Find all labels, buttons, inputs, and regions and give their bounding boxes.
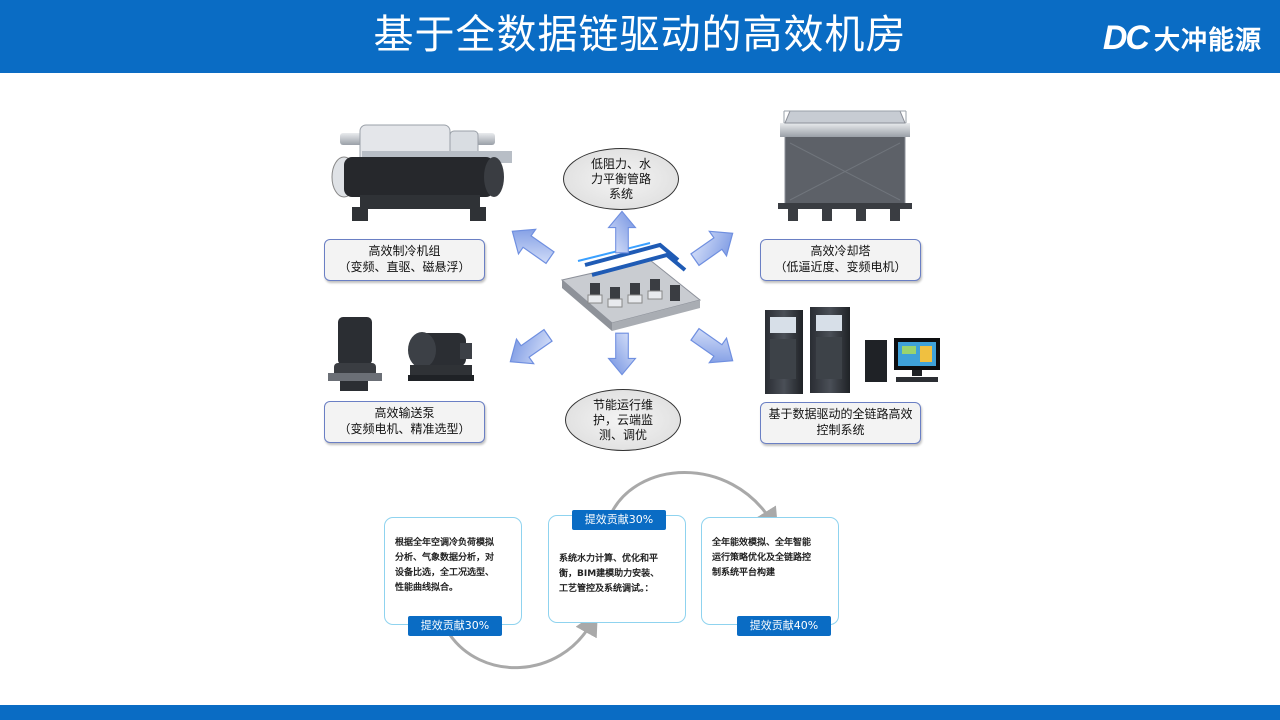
arrow-to-pump xyxy=(501,322,558,375)
operations-bubble: 节能运行维 护，云端监 测、调优 xyxy=(565,389,681,451)
flow-arcs xyxy=(446,471,779,670)
card-line: 制系统平台构建 xyxy=(712,568,776,578)
arc-bottom xyxy=(446,611,598,670)
contribution-tag-3: 提效贡献40% xyxy=(737,616,831,636)
equipment-diagram: 低阻力、水 力平衡管路 系统 节能运行维 护，云端监 测、调优 高效制冷机组 （… xyxy=(300,95,980,465)
page-title: 基于全数据链驱动的高效机房 xyxy=(373,12,907,58)
bubble-line: 力平衡管路 xyxy=(590,171,651,186)
chiller-caption: 高效制冷机组 （变频、直驱、磁悬浮） xyxy=(324,239,485,281)
step-card-3: 全年能效模拟、全年智能 运行策略优化及全链路控 制系统平台构建 xyxy=(701,517,839,625)
card-line: 分析、气象数据分析，对 xyxy=(395,553,495,563)
bubble-line: 测、调优 xyxy=(598,427,647,442)
bubble-line: 护，云端监 xyxy=(592,412,653,427)
caption-line: 高效输送泵 xyxy=(374,406,435,420)
arrow-to-chiller xyxy=(503,218,560,271)
caption-line: （变频电机、精准选型） xyxy=(338,422,471,436)
pump-image xyxy=(328,317,474,391)
efficiency-flow: 根据全年空调冷负荷模拟 分析、气象数据分析，对 设备比选，全工况选型、 性能曲线… xyxy=(370,460,870,675)
brand-logo: DC 大冲能源 xyxy=(1103,18,1262,58)
contribution-tag-1: 提效贡献30% xyxy=(408,616,502,636)
bubble-line: 系统 xyxy=(608,186,633,201)
bubble-line: 节能运行维 xyxy=(592,397,653,412)
arrow-to-cooling-tower xyxy=(685,220,742,273)
caption-line: 高效制冷机组 xyxy=(368,244,441,258)
card-line: 设备比选，全工况选型、 xyxy=(395,568,495,578)
control-system-caption: 基于数据驱动的全链路高效 控制系统 xyxy=(760,402,921,444)
cooling-tower-caption: 高效冷却塔 （低逼近度、变频电机） xyxy=(760,239,921,281)
central-pipe-system-image xyxy=(560,242,702,331)
diagram-graphics xyxy=(328,110,940,394)
caption-line: 高效冷却塔 xyxy=(810,244,871,258)
control-system-image xyxy=(765,307,940,394)
caption-line: （变频、直驱、磁悬浮） xyxy=(338,260,471,274)
step-card-1: 根据全年空调冷负荷模拟 分析、气象数据分析，对 设备比选，全工况选型、 性能曲线… xyxy=(384,517,522,625)
card-line: 系统水力计算、优化和平 xyxy=(559,554,659,564)
step-card-2: 系统水力计算、优化和平 衡，BIM建模助力安装、 工艺管控及系统调试。： xyxy=(548,515,686,623)
cooling-tower-image xyxy=(778,110,912,221)
caption-line: 控制系统 xyxy=(816,423,865,437)
arrow-to-operations xyxy=(607,332,637,376)
header-bar: 基于全数据链驱动的高效机房 DC 大冲能源 xyxy=(0,0,1280,73)
footer-bar xyxy=(0,705,1280,720)
chiller-image xyxy=(331,124,512,221)
card-line: 运行策略优化及全链路控 xyxy=(712,553,812,563)
caption-line: （低逼近度、变频电机） xyxy=(774,260,907,274)
card-line: 性能曲线拟合。 xyxy=(395,583,459,593)
arrow-to-pipe-system xyxy=(607,210,637,254)
logo-text: 大冲能源 xyxy=(1153,25,1262,56)
arrow-to-control-system xyxy=(685,321,742,374)
bubble-line: 低阻力、水 xyxy=(590,156,651,171)
pump-caption: 高效输送泵 （变频电机、精准选型） xyxy=(324,401,485,443)
card-line: 衡，BIM建模助力安装、 xyxy=(559,569,660,579)
card-line: 工艺管控及系统调试。： xyxy=(559,584,654,594)
arc-top xyxy=(608,471,779,533)
logo-mark: DC xyxy=(1102,18,1150,57)
pipe-system-bubble: 低阻力、水 力平衡管路 系统 xyxy=(563,148,679,210)
contribution-tag-2: 提效贡献30% xyxy=(572,510,666,530)
caption-line: 基于数据驱动的全链路高效 xyxy=(768,407,913,421)
card-line: 根据全年空调冷负荷模拟 xyxy=(395,538,495,548)
card-line: 全年能效模拟、全年智能 xyxy=(712,538,812,548)
